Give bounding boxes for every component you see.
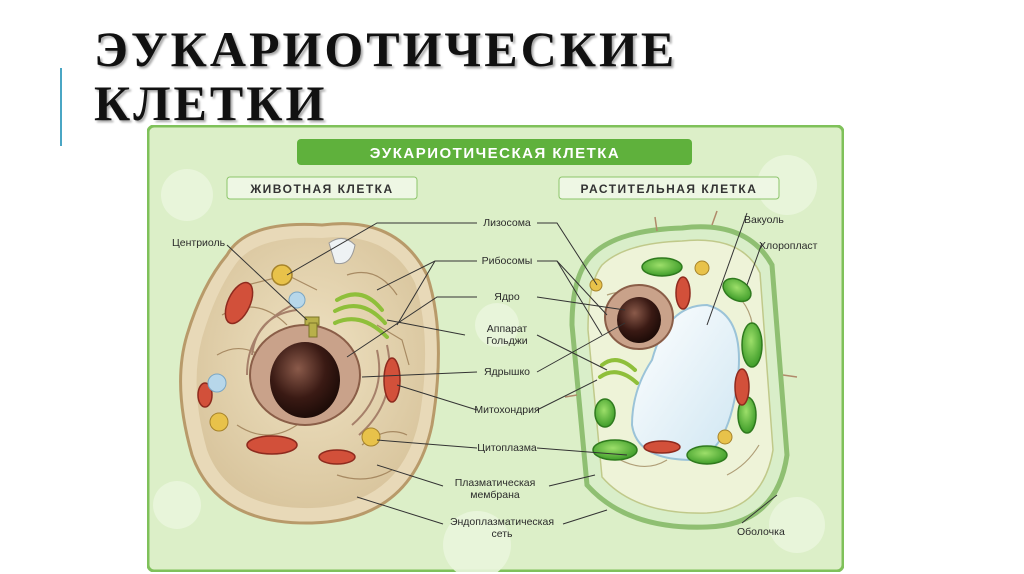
- label-cytoplasm: Цитоплазма: [477, 442, 537, 454]
- cell-diagram-poster: ЭУКАРИОТИЧЕСКАЯ КЛЕТКА ЖИВОТНАЯ КЛЕТКА Р…: [147, 125, 844, 572]
- label-mitochondria: Митохондрия: [474, 404, 539, 416]
- slide-title-line-1: ЭУКАРИОТИЧЕСКИЕ: [94, 22, 677, 76]
- plant-cell-title-text: РАСТИТЕЛЬНАЯ КЛЕТКА: [581, 182, 758, 196]
- label-golgi-line-2: Гольджи: [486, 335, 527, 347]
- label-golgi-line-1: Аппарат: [487, 323, 528, 335]
- label-er-line-1: Эндоплазматическая: [450, 516, 554, 528]
- label-chloroplast: Хлоропласт: [759, 240, 818, 252]
- label-nucleus: Ядро: [494, 291, 520, 303]
- label-er-line-2: сеть: [491, 528, 513, 540]
- title-accent-line: [60, 68, 62, 146]
- plant-cell-title: РАСТИТЕЛЬНАЯ КЛЕТКА: [559, 177, 779, 199]
- poster-header-text: ЭУКАРИОТИЧЕСКАЯ КЛЕТКА: [370, 145, 621, 162]
- label-vacuole: Вакуоль: [744, 214, 784, 226]
- label-centriole: Центриоль: [172, 237, 226, 249]
- plant-nucleolus: [617, 297, 661, 343]
- poster-header: ЭУКАРИОТИЧЕСКАЯ КЛЕТКА: [297, 139, 692, 165]
- label-membrane-line-1: Плазматическая: [455, 477, 536, 489]
- animal-nucleolus: [270, 342, 340, 418]
- slide-title-line-2: КЛЕТКИ: [94, 76, 677, 130]
- label-lysosome: Лизосома: [483, 217, 531, 229]
- slide-title: ЭУКАРИОТИЧЕСКИЕ КЛЕТКИ: [94, 22, 677, 130]
- animal-cell-title: ЖИВОТНАЯ КЛЕТКА: [227, 177, 417, 199]
- label-membrane-line-2: мембрана: [470, 489, 520, 501]
- label-cell-wall: Оболочка: [737, 526, 785, 538]
- label-ribosomes: Рибосомы: [482, 255, 533, 267]
- animal-cell-title-text: ЖИВОТНАЯ КЛЕТКА: [249, 182, 393, 196]
- label-nucleolus: Ядрышко: [484, 366, 530, 378]
- animal-cell-illustration: [181, 224, 439, 523]
- plant-cell-illustration: [565, 211, 797, 527]
